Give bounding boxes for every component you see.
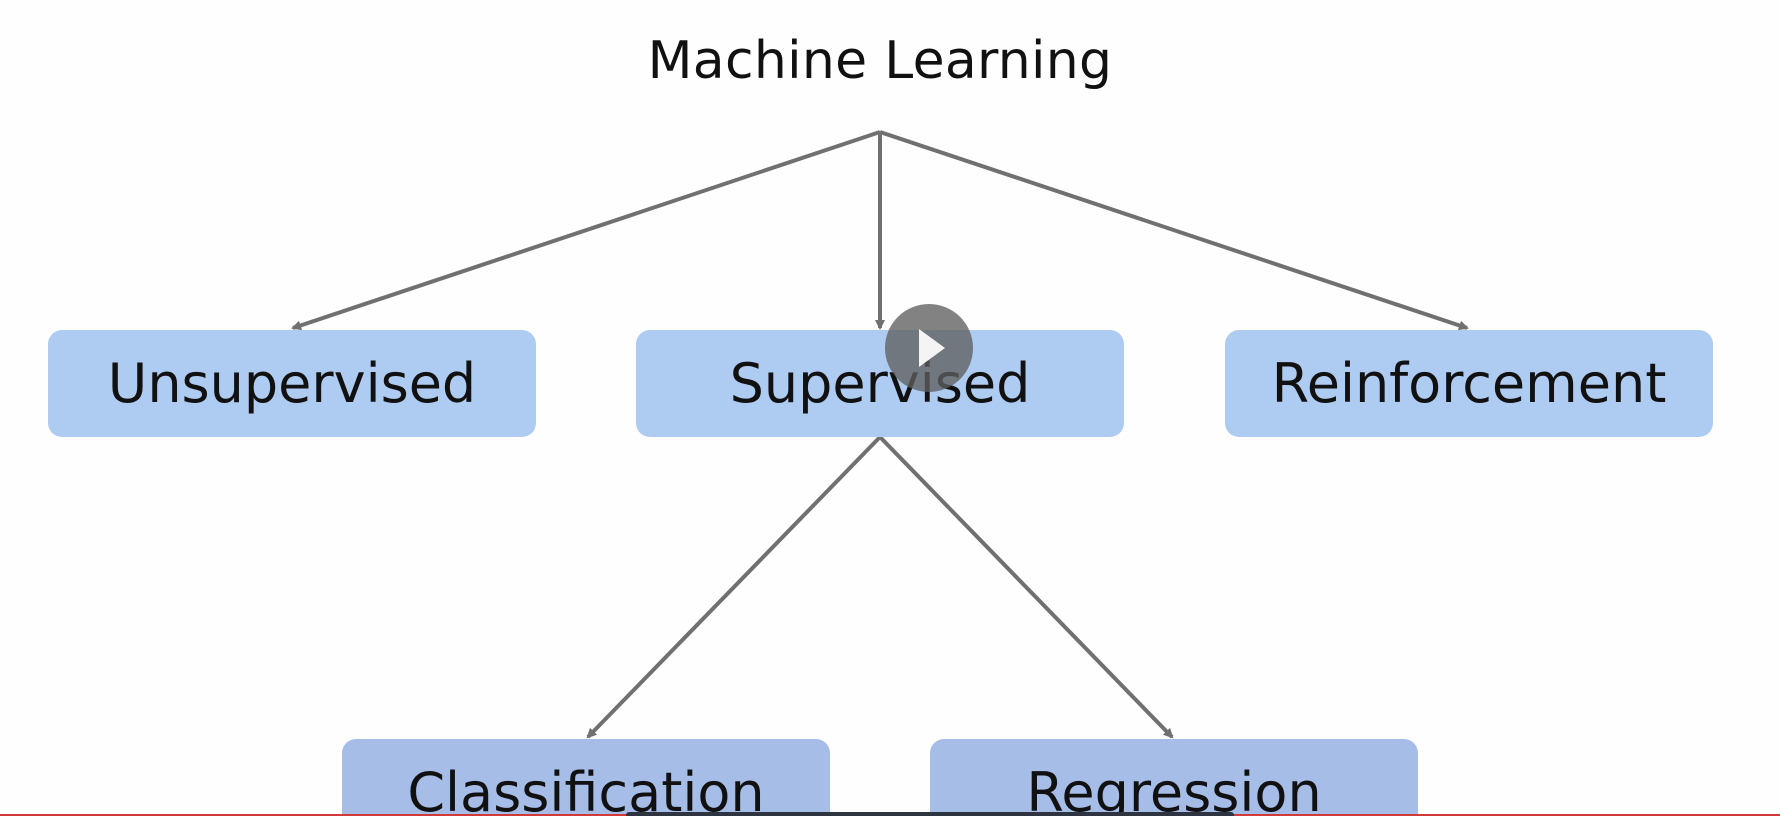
node-supervised: Supervised — [636, 330, 1124, 437]
node-unsupervised: Unsupervised — [48, 330, 536, 437]
edge-ml-to-reinforcement — [879, 130, 1469, 331]
play-button[interactable] — [885, 304, 973, 392]
player-controls-handle[interactable] — [626, 812, 1234, 816]
diagram-title: Machine Learning — [647, 31, 1113, 91]
edge-supervised-to-classification — [586, 435, 882, 739]
node-reinforcement: Reinforcement — [1225, 330, 1713, 437]
edge-ml-to-unsupervised — [291, 130, 881, 331]
edge-supervised-to-regression — [878, 435, 1174, 739]
node-regression-label: Regression — [1026, 761, 1322, 816]
node-regression: Regression — [930, 739, 1418, 816]
node-unsupervised-label: Unsupervised — [107, 352, 477, 415]
node-reinforcement-label: Reinforcement — [1271, 352, 1667, 415]
node-classification: Classification — [342, 739, 830, 816]
play-icon — [919, 329, 945, 367]
node-classification-label: Classification — [407, 761, 765, 816]
node-supervised-label: Supervised — [729, 352, 1031, 415]
